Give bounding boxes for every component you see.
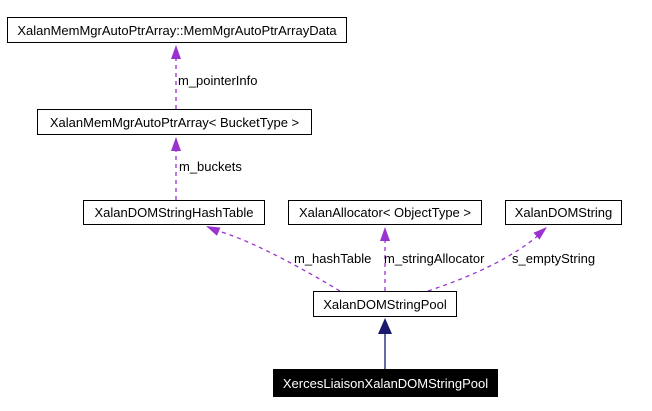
edge-label-s-emptystring: s_emptyString (512, 251, 596, 266)
node-allocator[interactable]: XalanAllocator< ObjectType > (288, 200, 482, 225)
node-memmgr-autoptr-array-data[interactable]: XalanMemMgrAutoPtrArray::MemMgrAutoPtrAr… (7, 17, 347, 43)
node-xerces-liaison-domstring-pool: XercesLiaisonXalanDOMStringPool (273, 369, 498, 397)
node-domstring-hashtable[interactable]: XalanDOMStringHashTable (83, 200, 265, 225)
edge-inheritance-arrowhead (378, 318, 392, 334)
edge-label-m-stringallocator: m_stringAllocator (384, 251, 485, 266)
edge-m-buckets-arrowhead (171, 137, 181, 151)
edge-m-hashtable-arrowhead (206, 226, 221, 236)
edge-s-emptystring-arrowhead (533, 227, 547, 240)
node-memmgr-autoptr-array[interactable]: XalanMemMgrAutoPtrArray< BucketType > (37, 109, 312, 135)
edge-m-pointerinfo-arrowhead (171, 45, 181, 59)
node-domstring[interactable]: XalanDOMString (505, 200, 622, 225)
edge-label-m-hashtable: m_hashTable (294, 251, 372, 266)
edge-label-m-pointerinfo: m_pointerInfo (178, 73, 258, 88)
edge-label-m-buckets: m_buckets (179, 159, 242, 174)
node-domstring-pool[interactable]: XalanDOMStringPool (313, 291, 457, 317)
edge-m-stringallocator-arrowhead (380, 227, 390, 241)
